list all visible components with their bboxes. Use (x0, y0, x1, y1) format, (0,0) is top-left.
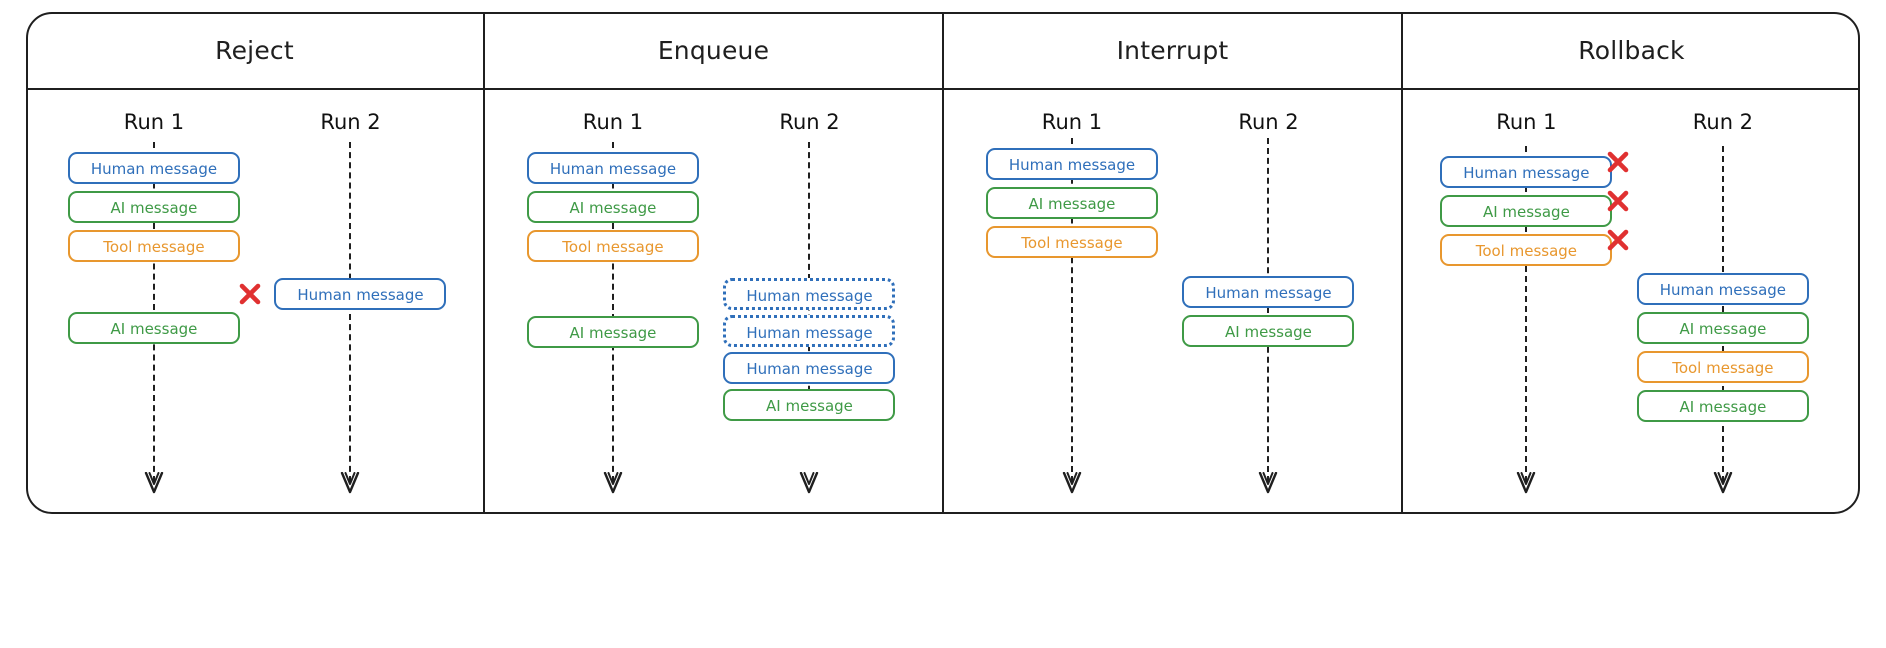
run-timeline-dashed-line (808, 142, 811, 412)
message-box-human[interactable]: Human message (1440, 156, 1613, 188)
message-box-human[interactable]: Human message (723, 315, 896, 347)
message-box-ai[interactable]: AI message (1636, 390, 1809, 422)
panel-header-rollback: Rollback (1403, 12, 1860, 90)
message-box-ai[interactable]: AI message (526, 191, 699, 223)
message-box-human[interactable]: Human message (526, 152, 699, 184)
message-box-tool[interactable]: Tool message (985, 226, 1158, 258)
reject-x-icon (1606, 189, 1630, 213)
timeline-arrowhead-icon (1062, 472, 1082, 494)
run-timeline-dashed-line (349, 142, 352, 482)
run-label: Run 1 (1496, 110, 1557, 134)
timeline-arrowhead-icon (144, 472, 164, 494)
run-timeline-dashed-line (1070, 138, 1073, 482)
panel-header-enqueue: Enqueue (485, 12, 942, 90)
run-timeline-dashed-line (611, 142, 614, 482)
message-box-human[interactable]: Human message (985, 148, 1158, 180)
run-label: Run 2 (320, 110, 381, 134)
reject-x-icon (1606, 150, 1630, 174)
run-label: Run 2 (1692, 110, 1754, 134)
run-lane-reject-run-2: Run 2 Human message (240, 90, 447, 514)
run-lane-interrupt-run-2: Run 2 Human message AI message (1182, 90, 1355, 514)
run-label: Run 1 (1041, 110, 1103, 134)
message-box-human[interactable]: Human message (723, 278, 896, 310)
run-label: Run 2 (779, 110, 840, 134)
message-box-ai[interactable]: AI message (723, 389, 896, 421)
message-box-tool[interactable]: Tool message (526, 230, 699, 262)
panel-header-reject: Reject (26, 12, 483, 90)
run-label: Run 1 (123, 110, 185, 134)
timeline-arrowhead-icon (1258, 472, 1278, 494)
panel-title: Enqueue (657, 35, 770, 65)
message-box-tool[interactable]: Tool message (1440, 234, 1613, 266)
message-box-ai[interactable]: AI message (985, 187, 1158, 219)
message-box-human[interactable]: Human message (1636, 273, 1809, 305)
panel-title: Rollback (1578, 35, 1685, 65)
panel-header-interrupt: Interrupt (944, 12, 1401, 90)
message-box-human[interactable]: Human message (274, 278, 447, 310)
run-timeline-dashed-line (1267, 138, 1270, 482)
message-box-ai[interactable]: AI message (1440, 195, 1613, 227)
reject-x-icon (1606, 228, 1630, 252)
message-box-tool[interactable]: Tool message (67, 230, 240, 262)
run-label: Run 2 (1238, 110, 1299, 134)
panel-title: Reject (215, 35, 294, 65)
timeline-arrowhead-icon (1516, 472, 1536, 494)
message-box-ai[interactable]: AI message (67, 312, 240, 344)
panel-title: Interrupt (1116, 35, 1229, 65)
message-box-tool[interactable]: Tool message (1636, 351, 1809, 383)
message-box-human[interactable]: Human message (67, 152, 240, 184)
message-box-ai[interactable]: AI message (1182, 315, 1355, 347)
message-box-human[interactable]: Human message (1182, 276, 1355, 308)
timeline-arrowhead-icon (340, 472, 360, 494)
timeline-arrowhead-icon (603, 472, 623, 494)
reject-x-icon (238, 282, 262, 306)
message-box-ai[interactable]: AI message (526, 316, 699, 348)
run-label: Run 1 (582, 110, 644, 134)
message-box-ai[interactable]: AI message (1636, 312, 1809, 344)
message-box-ai[interactable]: AI message (67, 191, 240, 223)
timeline-arrowhead-icon (799, 472, 819, 494)
message-box-human[interactable]: Human message (723, 352, 896, 384)
run-timeline-dashed-line (1525, 146, 1528, 482)
timeline-arrowhead-icon (1713, 472, 1733, 494)
